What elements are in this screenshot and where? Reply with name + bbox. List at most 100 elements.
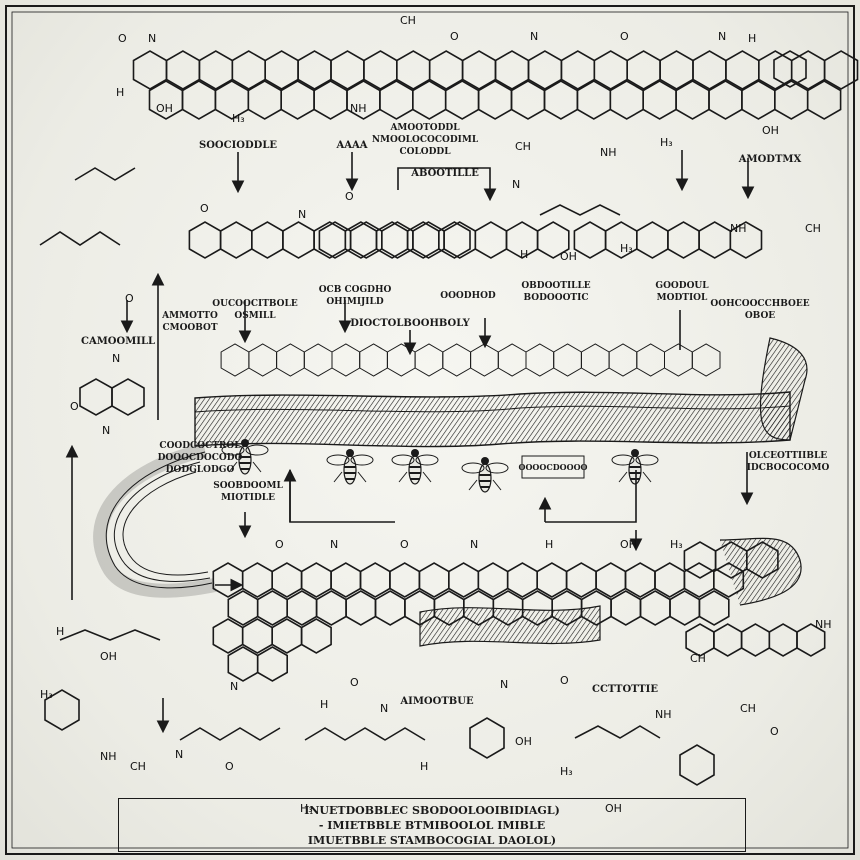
label-bottom-right: CCTTOTTIE bbox=[592, 684, 658, 695]
label-mid-far-right-l2: OBOE bbox=[745, 311, 775, 321]
ring-hexagon bbox=[212, 618, 244, 654]
label-bottom-mid: AIMOOTBUE bbox=[399, 696, 474, 707]
atom-glyph: H bbox=[520, 248, 528, 261]
atom-glyph: H bbox=[545, 538, 553, 551]
ring-hexagon bbox=[227, 590, 259, 626]
atom-glyph: CH bbox=[805, 222, 821, 235]
ring-hexagon bbox=[536, 562, 568, 598]
ring-hexagon bbox=[477, 562, 509, 598]
ring-hexagon bbox=[386, 343, 416, 377]
label-top-mid2-l1: AMOOTODDL bbox=[389, 123, 460, 133]
atom-glyph: H₃ bbox=[620, 242, 633, 255]
ring-hexagon bbox=[219, 221, 253, 259]
ring-hexagon bbox=[303, 343, 333, 377]
atom-glyph: OH bbox=[156, 102, 173, 115]
label-top-mid: AAAA bbox=[335, 140, 367, 151]
bee-icon bbox=[611, 449, 659, 485]
atom-glyph: N bbox=[500, 678, 508, 691]
legend-line-3: IMUETBBLE STAMBOCOGIAL DAOLOL) bbox=[307, 834, 557, 847]
legend-line-1: INUETDOBBLEC SBODOOLOOIBIDIAGL) bbox=[304, 804, 560, 817]
atom-glyph: OH bbox=[762, 124, 779, 137]
ring-hexagon bbox=[315, 590, 347, 626]
ring-hexagon bbox=[300, 562, 332, 598]
lower-membrane-band bbox=[419, 605, 601, 647]
atom-glyph: NH bbox=[100, 750, 117, 763]
ring-hexagon bbox=[414, 343, 444, 377]
ring-hexagon bbox=[470, 343, 499, 377]
atom-glyph: O bbox=[450, 30, 459, 43]
legend-line-2: - IMIETBBLE BTMIBOOLOL IMIBLE bbox=[318, 819, 546, 832]
ring-hexagon bbox=[806, 80, 842, 120]
atom-glyph: N bbox=[330, 538, 338, 551]
atom-glyph: H bbox=[56, 625, 64, 638]
label-left-lower-l1: COODCOCTROL bbox=[159, 441, 241, 451]
atom-glyph: H bbox=[116, 86, 124, 99]
ring-hexagon bbox=[796, 623, 826, 657]
bee-icon bbox=[461, 457, 509, 493]
label-top-mid2-l3: COLODDL bbox=[399, 147, 451, 157]
bee-icon bbox=[326, 449, 374, 485]
atom-glyph: NH bbox=[655, 708, 672, 721]
ring-hexagon bbox=[691, 343, 721, 377]
atom-glyph: OH bbox=[605, 802, 622, 815]
ring-hexagon bbox=[580, 343, 610, 377]
ring-hexagon bbox=[188, 221, 222, 259]
atom-glyph: OH bbox=[515, 735, 532, 748]
ring-hexagon bbox=[595, 562, 627, 598]
label-top-mid2-l2: NMOOLOCOCODIML bbox=[372, 135, 479, 145]
atom-glyph: OH bbox=[620, 538, 637, 551]
atom-glyph: O bbox=[125, 292, 134, 305]
ring-hexagon bbox=[768, 623, 798, 657]
ring-hexagon bbox=[698, 590, 730, 626]
atom-glyph: O bbox=[118, 32, 127, 45]
ring-hexagon bbox=[300, 618, 332, 654]
ring-hexagon bbox=[271, 562, 303, 598]
ring-hexagon bbox=[639, 590, 671, 626]
label-mid-left-l1: OUCOOCITBOLE bbox=[212, 299, 298, 309]
atom-glyph: O bbox=[225, 760, 234, 773]
ring-hexagon bbox=[506, 562, 539, 598]
atom-glyph: NH bbox=[600, 146, 617, 159]
ring-hexagon bbox=[624, 562, 656, 598]
ring-hexagon bbox=[437, 221, 471, 259]
atom-glyph: O bbox=[620, 30, 629, 43]
ring-hexagon bbox=[740, 623, 771, 657]
label-top-right: AMODTMX bbox=[738, 154, 802, 165]
bee-icon bbox=[221, 439, 269, 475]
label-mid-center: OOODHOD bbox=[440, 291, 496, 301]
small-label-box bbox=[521, 455, 585, 479]
atom-glyph: O bbox=[345, 190, 354, 203]
top-ring-chain bbox=[132, 50, 859, 120]
membrane-line bbox=[194, 405, 791, 413]
bee-icon bbox=[391, 449, 439, 485]
ring-hexagon bbox=[636, 343, 665, 377]
ring-hexagon bbox=[220, 343, 250, 377]
atom-glyph: N bbox=[112, 352, 120, 365]
inner-frame bbox=[11, 11, 849, 849]
ring-hexagon bbox=[474, 221, 508, 259]
ring-hexagon bbox=[212, 562, 244, 598]
atom-glyph: CH bbox=[130, 760, 146, 773]
ring-hexagon bbox=[553, 343, 582, 377]
ring-hexagon bbox=[241, 562, 274, 598]
ring-hexagon bbox=[418, 562, 450, 598]
atom-glyph: H bbox=[320, 698, 328, 711]
ring-hexagon bbox=[345, 590, 377, 626]
atom-glyph: H₃ bbox=[300, 802, 313, 815]
diagram-labels: SOOCIODDLE AAAA AMOOTODDL NMOOLOCOCODIML… bbox=[81, 123, 829, 707]
ring-hexagon bbox=[248, 343, 278, 377]
ring-hexagon bbox=[669, 590, 701, 626]
ring-hexagon bbox=[256, 590, 289, 626]
atom-glyph: N bbox=[512, 178, 520, 191]
ring-hexagon bbox=[374, 590, 406, 626]
label-center-lower-l1: SOOBDOOML bbox=[213, 481, 283, 491]
atom-glyph: H₃ bbox=[232, 112, 245, 125]
atom-glyph: H₃ bbox=[670, 538, 683, 551]
legend-box: INUETDOBBLEC SBODOOLOOIBIDIAGL) - IMIETB… bbox=[118, 798, 746, 852]
middle-ring-chain bbox=[188, 221, 763, 259]
label-top-center: ABOOTILLE bbox=[410, 168, 479, 179]
ring-hexagon bbox=[610, 590, 642, 626]
ring-hexagon bbox=[447, 562, 480, 598]
pathway-arrows bbox=[65, 150, 755, 734]
atom-glyph: H₃ bbox=[40, 688, 53, 701]
